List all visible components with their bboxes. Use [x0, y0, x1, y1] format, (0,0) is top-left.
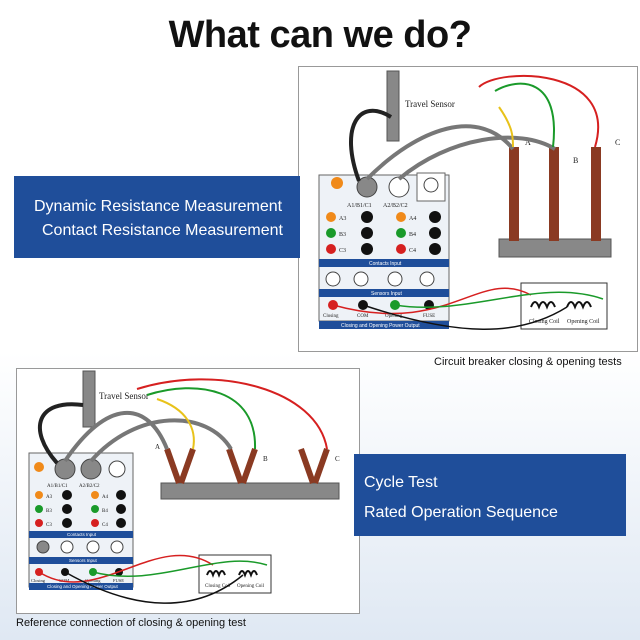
- contact-row-3: [326, 211, 441, 255]
- svg-text:C3: C3: [339, 248, 346, 254]
- pole-insulators: [509, 147, 601, 241]
- cycle-line-2: Rated Operation Sequence: [364, 504, 558, 521]
- svg-text:Closing Coil: Closing Coil: [529, 319, 560, 325]
- svg-text:A4: A4: [409, 216, 416, 222]
- sensors-input-label: Sensors Input: [371, 291, 402, 297]
- svg-text:Contacts Input: Contacts Input: [67, 532, 97, 537]
- svg-text:B3: B3: [339, 232, 346, 238]
- svg-text:Closing Coil: Closing Coil: [205, 584, 231, 589]
- measurement-line-2: Contact Resistance Measurement: [42, 222, 283, 239]
- svg-text:C4: C4: [409, 248, 416, 254]
- svg-text:Closing and Opening Power Outp: Closing and Opening Power Output: [47, 584, 119, 589]
- svg-text:FUSE: FUSE: [113, 578, 124, 583]
- svg-text:FUSE: FUSE: [423, 314, 435, 319]
- svg-text:Opening Coil: Opening Coil: [567, 319, 600, 325]
- svg-text:A3: A3: [46, 495, 53, 500]
- svg-text:B4: B4: [409, 232, 416, 238]
- svg-text:Opening: Opening: [385, 314, 403, 319]
- svg-text:COM: COM: [357, 314, 369, 319]
- svg-text:B: B: [573, 156, 578, 165]
- travel-sensor-label: Travel Sensor: [405, 99, 455, 109]
- svg-text:Sensors Input: Sensors Input: [69, 558, 98, 563]
- svg-text:B: B: [263, 455, 268, 463]
- caption-bottom: Reference connection of closing & openin…: [16, 617, 246, 629]
- svg-text:Closing: Closing: [323, 314, 339, 319]
- breaker-diagram-vertical: Travel Sensor A1/B1/C1 A2/B2/C2 A3 A4 B3…: [298, 66, 638, 352]
- measurement-line-1: Dynamic Resistance Measurement: [34, 198, 283, 215]
- channel-a-label: A1/B1/C1: [347, 203, 372, 209]
- svg-text:B3: B3: [46, 509, 52, 514]
- measurement-box: Dynamic Resistance Measurement Contact R…: [14, 176, 300, 258]
- svg-text:A2/B2/C2: A2/B2/C2: [79, 484, 100, 489]
- svg-text:A1/B1/C1: A1/B1/C1: [47, 484, 68, 489]
- caption-top: Circuit breaker closing & opening tests: [434, 356, 622, 368]
- svg-text:A: A: [525, 138, 531, 147]
- contacts-input-label: Contacts Input: [369, 261, 402, 267]
- svg-text:C: C: [615, 138, 620, 147]
- cycle-line-1: Cycle Test: [364, 474, 438, 491]
- pole-insulators: [164, 448, 330, 484]
- svg-text:B4: B4: [102, 509, 108, 514]
- channel-b-label: A2/B2/C2: [383, 203, 408, 209]
- svg-text:Closing and Opening Power Outp: Closing and Opening Power Output: [341, 323, 420, 329]
- breaker-diagram-tilted: Travel Sensor A1/B1/C1 A2/B2/C2 A3 A4 B3…: [16, 368, 360, 614]
- cycle-test-box: Cycle Test Rated Operation Sequence: [354, 454, 626, 536]
- page-title: What can we do?: [168, 14, 472, 56]
- svg-text:C4: C4: [102, 523, 108, 528]
- svg-text:C: C: [335, 455, 340, 463]
- svg-text:COM: COM: [59, 578, 69, 583]
- svg-text:A4: A4: [102, 495, 109, 500]
- svg-text:A3: A3: [339, 216, 346, 222]
- svg-text:A: A: [155, 443, 160, 451]
- svg-text:Closing: Closing: [31, 578, 46, 583]
- svg-text:Travel Sensor: Travel Sensor: [99, 391, 149, 401]
- svg-text:C3: C3: [46, 523, 52, 528]
- svg-text:Opening: Opening: [85, 578, 101, 583]
- svg-text:Opening Coil: Opening Coil: [237, 584, 265, 589]
